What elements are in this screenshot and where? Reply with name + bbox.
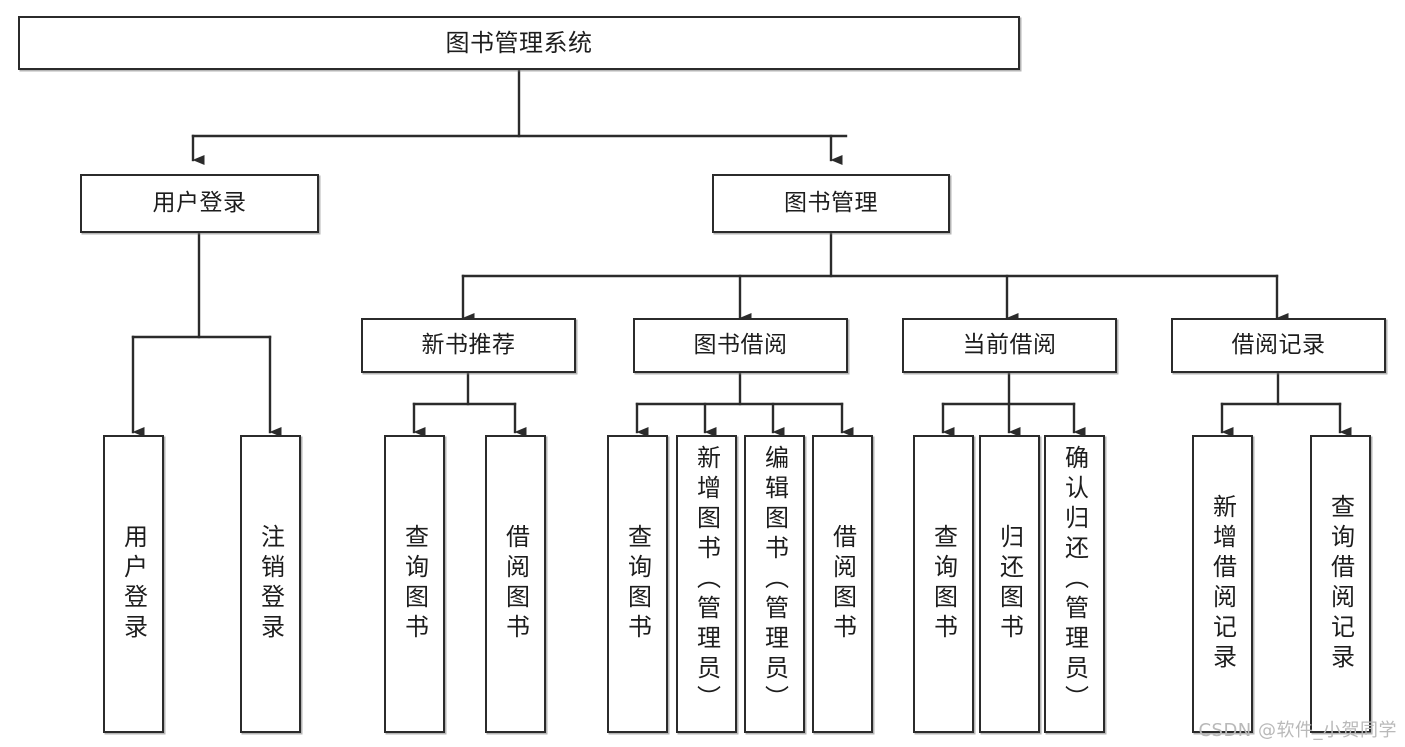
leaf-logout-label: 注销登录 xyxy=(256,524,285,644)
node-book-borrow[interactable]: 图书借阅 xyxy=(633,318,848,373)
leaf-query-borrow-record-label: 查询借阅记录 xyxy=(1326,494,1355,674)
node-user-login[interactable]: 用户登录 xyxy=(80,174,319,233)
leaf-query-borrow-record[interactable]: 查询借阅记录 xyxy=(1310,435,1371,733)
leaf-current-query-book-label: 查询图书 xyxy=(929,524,958,644)
leaf-borrow-query-book[interactable]: 查询图书 xyxy=(607,435,668,733)
node-root[interactable]: 图书管理系统 xyxy=(18,16,1020,70)
leaf-confirm-return-admin[interactable]: 确认归还（管理员） xyxy=(1044,435,1105,733)
node-new-book-recommend-label: 新书推荐 xyxy=(421,332,516,358)
node-root-label: 图书管理系统 xyxy=(445,29,593,57)
node-borrow-records-label: 借阅记录 xyxy=(1231,332,1326,358)
leaf-add-book-admin-label: 新增图书（管理员） xyxy=(692,445,721,715)
leaf-borrow-borrow-book[interactable]: 借阅图书 xyxy=(812,435,873,733)
node-user-login-label: 用户登录 xyxy=(152,190,247,216)
leaf-borrow-query-book-label: 查询图书 xyxy=(623,524,652,644)
node-book-management[interactable]: 图书管理 xyxy=(712,174,950,233)
node-book-borrow-label: 图书借阅 xyxy=(693,332,788,358)
leaf-edit-book-admin-label: 编辑图书（管理员） xyxy=(760,445,789,715)
leaf-recommend-borrow-book[interactable]: 借阅图书 xyxy=(485,435,546,733)
csdn-watermark: CSDN @软件_小贺同学 xyxy=(1198,720,1397,741)
leaf-borrow-borrow-book-label: 借阅图书 xyxy=(828,524,857,644)
leaf-current-query-book[interactable]: 查询图书 xyxy=(913,435,974,733)
leaf-confirm-return-admin-label: 确认归还（管理员） xyxy=(1060,445,1089,715)
node-book-management-label: 图书管理 xyxy=(784,190,878,216)
leaf-recommend-query-book[interactable]: 查询图书 xyxy=(384,435,445,733)
leaf-add-book-admin[interactable]: 新增图书（管理员） xyxy=(676,435,737,733)
leaf-edit-book-admin[interactable]: 编辑图书（管理员） xyxy=(744,435,805,733)
node-current-borrow[interactable]: 当前借阅 xyxy=(902,318,1117,373)
leaf-return-book[interactable]: 归还图书 xyxy=(979,435,1040,733)
leaf-add-borrow-record-label: 新增借阅记录 xyxy=(1208,494,1237,674)
node-new-book-recommend[interactable]: 新书推荐 xyxy=(361,318,576,373)
leaf-recommend-borrow-book-label: 借阅图书 xyxy=(501,524,530,644)
leaf-return-book-label: 归还图书 xyxy=(995,524,1024,644)
leaf-user-login[interactable]: 用户登录 xyxy=(103,435,164,733)
node-borrow-records[interactable]: 借阅记录 xyxy=(1171,318,1386,373)
leaf-logout[interactable]: 注销登录 xyxy=(240,435,301,733)
leaf-add-borrow-record[interactable]: 新增借阅记录 xyxy=(1192,435,1253,733)
leaf-user-login-label: 用户登录 xyxy=(119,524,148,644)
leaf-recommend-query-book-label: 查询图书 xyxy=(400,524,429,644)
node-current-borrow-label: 当前借阅 xyxy=(962,332,1057,358)
